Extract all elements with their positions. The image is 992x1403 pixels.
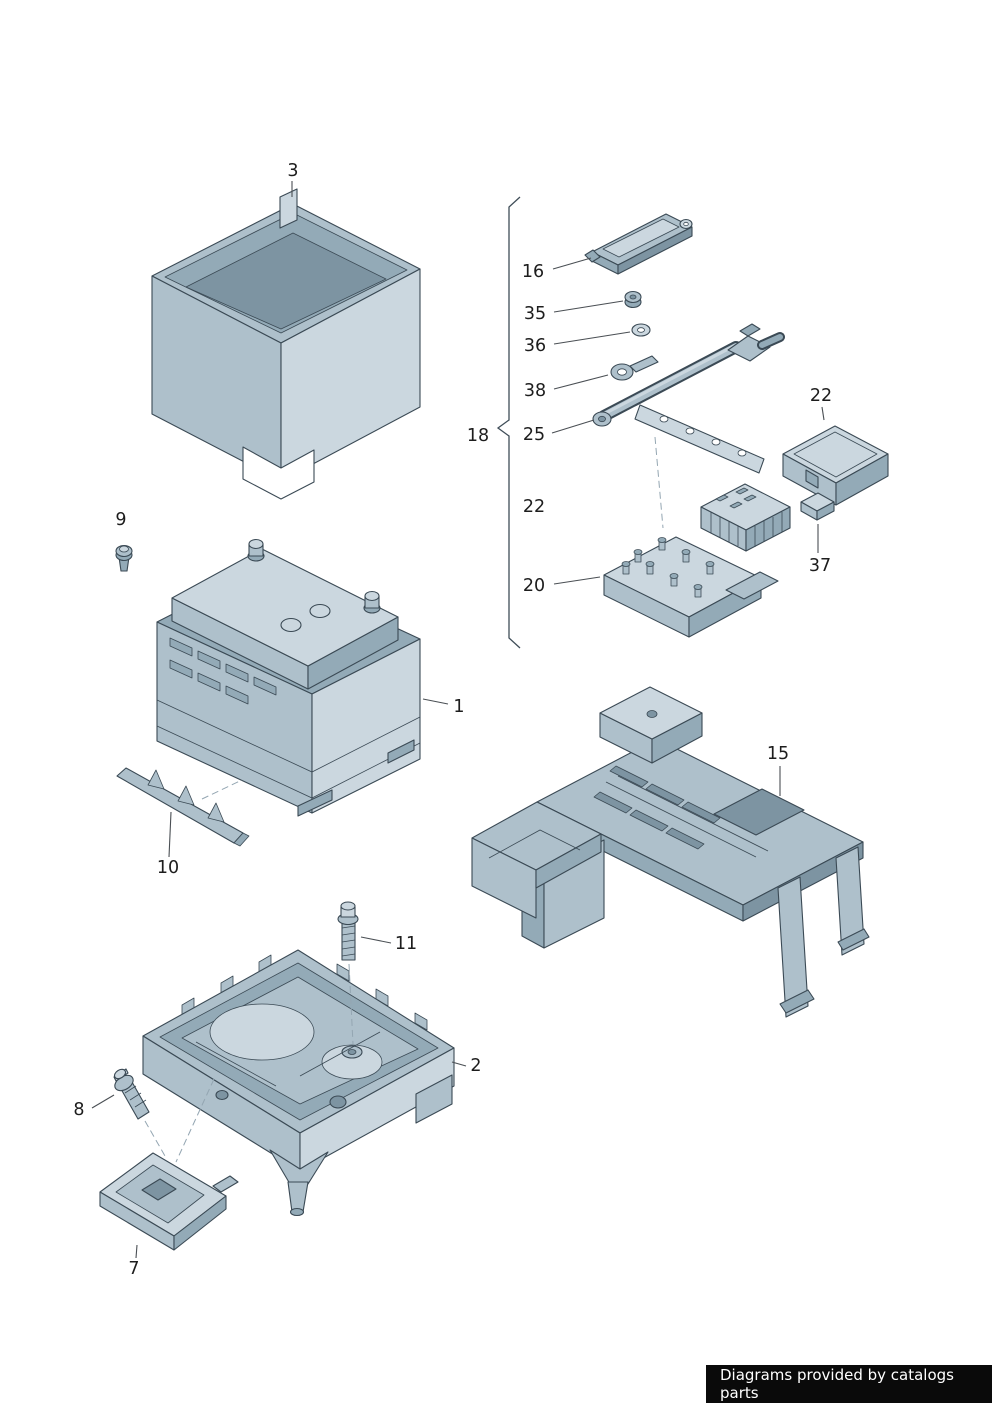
- part-11-bolt: [337, 901, 359, 961]
- part-15-mounting-bracket: [471, 686, 870, 1018]
- fuse-carrier-studs: [621, 537, 715, 598]
- leader-line-10: [168, 811, 172, 858]
- bracket-opening: [713, 788, 805, 836]
- leader-line-22-right: [821, 406, 825, 421]
- cable-fuse-strap: [634, 404, 765, 474]
- part-label-22-right: 22: [810, 386, 832, 406]
- part-10-retaining-strip: [116, 767, 250, 847]
- part-label-7: 7: [128, 1259, 139, 1279]
- part-25-battery-cable: [592, 323, 785, 474]
- leader-line-20: [553, 576, 601, 585]
- leader-line-35: [553, 300, 624, 313]
- part-label-18: 18: [467, 426, 489, 446]
- construction-line-cable: [654, 436, 664, 529]
- part-8-bolt: [113, 1068, 150, 1120]
- part-37-fuse: [800, 492, 835, 521]
- leader-line-11: [360, 936, 392, 944]
- bracket-top-clamp-box: [599, 686, 703, 764]
- part-38-ring-terminal: [610, 355, 659, 381]
- part-label-11: 11: [395, 934, 417, 954]
- part-35-nut: [624, 290, 642, 309]
- part-22-fuse-housing: [700, 483, 791, 552]
- part-label-8: 8: [73, 1100, 84, 1120]
- part-label-37: 37: [809, 556, 831, 576]
- part-16-bracket: [584, 213, 693, 275]
- battery-port-cap: [309, 603, 331, 619]
- part-9-screw: [115, 544, 133, 572]
- tray-drain-tube: [287, 1181, 309, 1217]
- leader-line-16: [552, 257, 592, 270]
- part-label-22-left: 22: [523, 497, 545, 517]
- bracket-left-support: [471, 801, 605, 949]
- leader-line-38: [553, 374, 609, 390]
- part-label-35: 35: [524, 304, 546, 324]
- bracket-right-legs: [777, 846, 870, 1018]
- part-3-battery-cover: [151, 188, 421, 500]
- battery-port-cap: [280, 617, 302, 633]
- part-7-clamp-bracket: [99, 1152, 239, 1251]
- leader-line-7: [135, 1244, 138, 1259]
- cover-tab: [279, 188, 298, 229]
- part-label-15: 15: [767, 744, 789, 764]
- part-label-3: 3: [287, 161, 298, 181]
- battery-terminal-positive: [363, 590, 381, 614]
- construction-line-strip: [201, 779, 243, 800]
- part-label-25: 25: [523, 425, 545, 445]
- leader-line-1: [422, 698, 449, 705]
- part-label-9: 9: [115, 510, 126, 530]
- part-label-10: 10: [157, 858, 179, 878]
- part-2-battery-tray: [142, 949, 455, 1217]
- footer-credit-text: Diagrams provided by catalogs parts: [720, 1366, 954, 1402]
- clamp-slot: [141, 1178, 177, 1201]
- cover-bottom-notch: [242, 446, 315, 500]
- part-label-16: 16: [522, 262, 544, 282]
- construction-line-bolt-8: [144, 1120, 166, 1157]
- part-label-1: 1: [453, 697, 464, 717]
- leader-line-2: [451, 1061, 467, 1067]
- part-label-2: 2: [470, 1056, 481, 1076]
- bracket-18-brace: [496, 196, 521, 649]
- leader-line-25: [551, 419, 595, 434]
- part-label-36: 36: [524, 336, 546, 356]
- part-20-fuse-carrier: [603, 536, 779, 638]
- part-label-38: 38: [524, 381, 546, 401]
- part-22-cover: [782, 425, 889, 506]
- construction-line-bolt-11: [348, 963, 354, 1045]
- leader-line-8: [91, 1094, 115, 1109]
- part-1-battery: [156, 538, 421, 817]
- part-label-20: 20: [523, 576, 545, 596]
- leader-line-36: [553, 331, 631, 345]
- construction-line-clamp: [175, 1078, 215, 1163]
- battery-terminal-negative: [247, 538, 265, 562]
- footer-credit-bar: Diagrams provided by catalogs parts: [706, 1365, 992, 1403]
- part-36-washer: [631, 323, 651, 337]
